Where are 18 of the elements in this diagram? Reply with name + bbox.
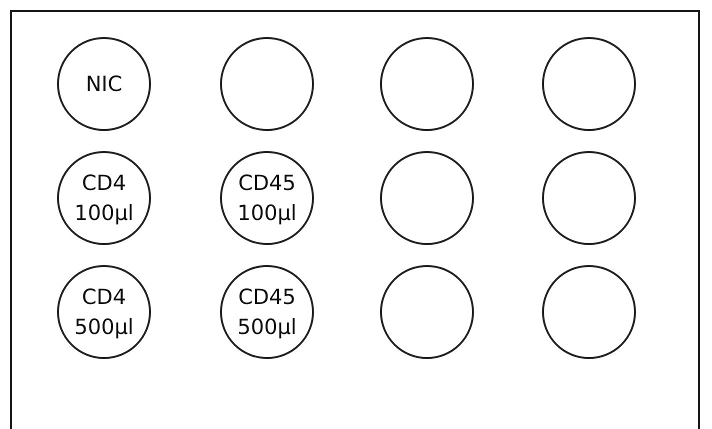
well-circle (542, 151, 636, 245)
well-circle (220, 37, 314, 131)
well-circle (57, 37, 151, 131)
well-label: CD45 100µl (236, 170, 298, 227)
well-circle (57, 151, 151, 245)
well-label: CD4 100µl (73, 170, 135, 227)
well-circle (220, 265, 314, 359)
well-circle (542, 37, 636, 131)
well-label: CD4 500µl (73, 284, 135, 341)
well-circle (380, 265, 474, 359)
plate-outline (10, 10, 700, 429)
well-circle (57, 265, 151, 359)
well-circle (542, 265, 636, 359)
well-circle (380, 151, 474, 245)
well-circle (220, 151, 314, 245)
well-label: CD45 500µl (236, 284, 298, 341)
well-label: NIC (84, 70, 124, 98)
well-circle (380, 37, 474, 131)
